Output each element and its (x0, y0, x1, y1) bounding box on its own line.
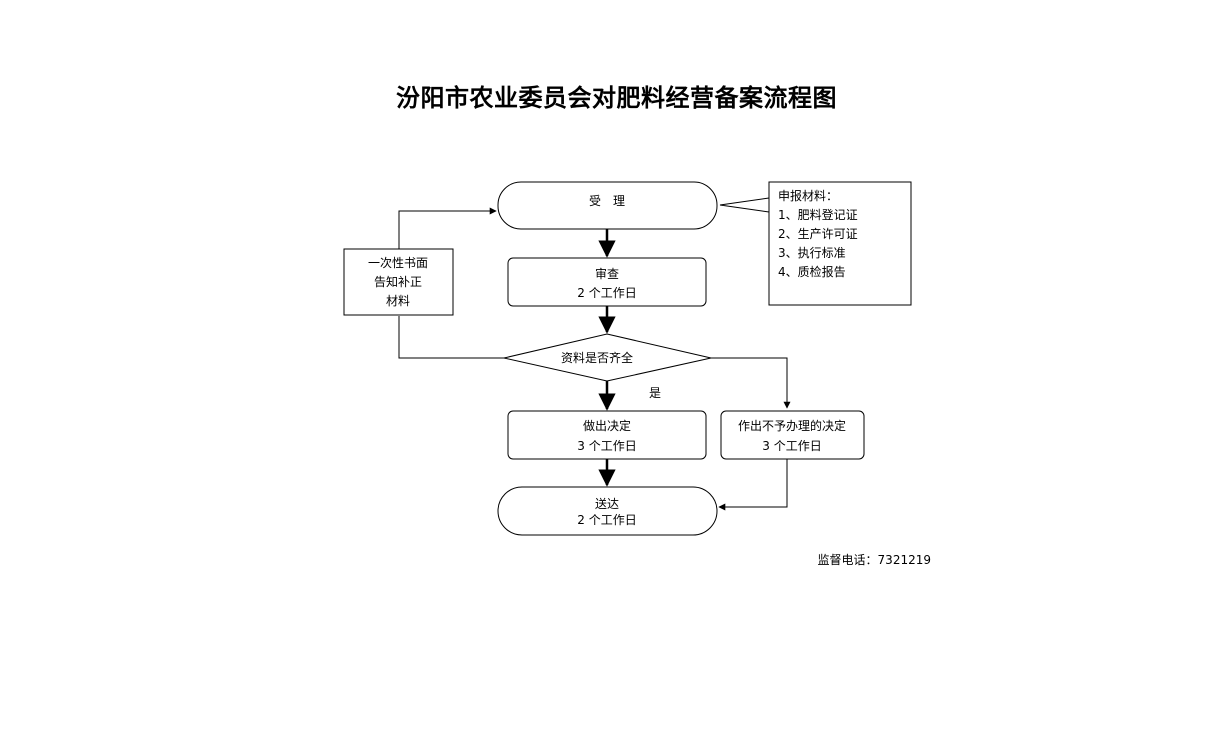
node-supplement: 一次性书面 告知补正 材料 (343, 248, 454, 316)
page-title: 汾阳市农业委员会对肥料经营备案流程图 (396, 83, 837, 112)
node-deliver-line1: 送达 (595, 496, 619, 511)
arrow-supplement-accept (398, 207, 497, 249)
node-accept-label: 受 理 (589, 194, 625, 208)
node-review-line2: 2 个工作日 (577, 286, 636, 300)
node-accept: 受 理 (497, 181, 718, 230)
node-decision: 资料是否齐全 (503, 333, 712, 382)
materials-item: 2、生产许可证 (778, 227, 858, 241)
node-deliver: 送达 2 个工作日 (497, 486, 718, 536)
node-deliver-line2: 2 个工作日 (577, 513, 636, 527)
node-reject-line1: 作出不予办理的决定 (738, 418, 846, 433)
connector-to-supplement (398, 316, 504, 359)
materials-item: 1、肥料登记证 (778, 207, 858, 222)
supervision-phone: 监督电话：7321219 (818, 552, 931, 567)
node-supplement-line2: 告知补正 (374, 275, 422, 289)
node-review-line1: 审查 (595, 266, 619, 281)
node-make-decision-line2: 3 个工作日 (577, 439, 636, 453)
label-yes: 是 (649, 386, 661, 400)
node-reject: 作出不予办理的决定 3 个工作日 (720, 410, 865, 460)
arrow-reject-deliver (718, 459, 788, 511)
materials-heading: 申报材料： (778, 188, 838, 203)
node-decision-label: 资料是否齐全 (561, 350, 633, 365)
node-make-decision-line1: 做出决定 (583, 418, 631, 433)
node-make-decision: 做出决定 3 个工作日 (507, 410, 707, 460)
node-reject-line2: 3 个工作日 (762, 439, 821, 453)
arrow-decision-reject (711, 357, 791, 409)
node-supplement-line1: 一次性书面 (368, 256, 428, 270)
materials-callout: 申报材料： 1、肥料登记证 2、生产许可证 3、执行标准 4、质检报告 (719, 181, 912, 306)
node-supplement-line3: 材料 (386, 294, 410, 308)
materials-item: 4、质检报告 (778, 264, 846, 279)
node-review: 审查 2 个工作日 (507, 257, 707, 307)
materials-item: 3、执行标准 (778, 246, 846, 260)
